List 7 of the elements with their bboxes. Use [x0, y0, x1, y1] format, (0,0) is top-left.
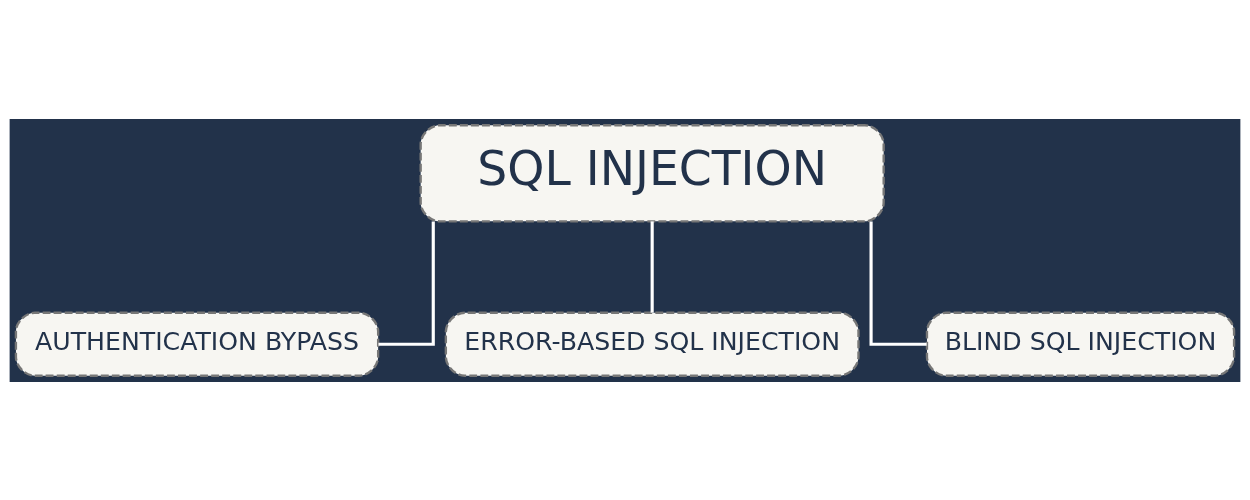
node-box: ERROR-BASED SQL INJECTION: [444, 311, 860, 377]
node-box: AUTHENTICATION BYPASS: [14, 311, 380, 377]
connector: [869, 220, 927, 346]
connector: [378, 220, 435, 346]
node-box: SQL INJECTION: [419, 123, 885, 223]
node-box: BLIND SQL INJECTION: [925, 311, 1236, 377]
connector: [650, 220, 654, 313]
